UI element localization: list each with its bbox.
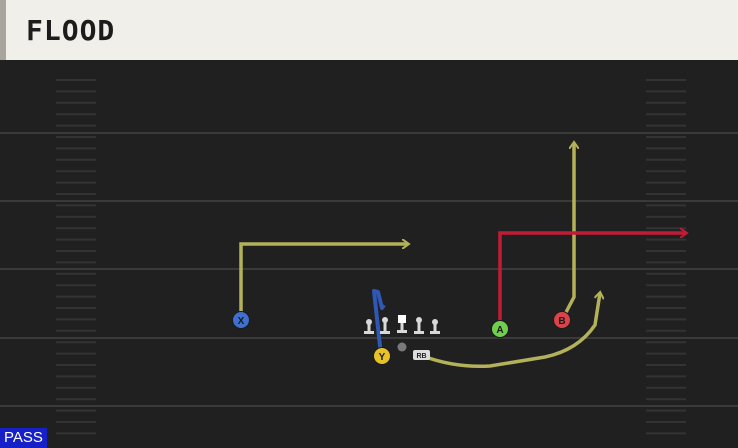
lineman-icon [380, 317, 390, 334]
yard-lines [0, 132, 738, 407]
route-y-block [372, 289, 386, 356]
player-b-label: B [558, 316, 565, 327]
player-rb-label: RB [416, 353, 426, 360]
play-header: FLOOD [0, 0, 738, 60]
lineman-icon [364, 319, 374, 334]
lineman-icon [414, 317, 424, 334]
player-a[interactable]: A [491, 320, 509, 338]
quarterback-marker [397, 342, 407, 352]
hash-marks-right [646, 79, 686, 435]
route-a-corner [498, 233, 686, 327]
hash-marks-left [56, 79, 96, 435]
play-field: RB X Y A B [0, 60, 738, 448]
player-y[interactable]: Y [373, 347, 391, 365]
player-x[interactable]: X [232, 311, 250, 329]
route-rb-wheel [422, 293, 600, 369]
player-y-label: Y [379, 352, 386, 363]
route-x-out [239, 244, 408, 318]
lineman-icon [430, 319, 440, 334]
player-a-label: A [496, 325, 503, 336]
offensive-line [364, 315, 440, 334]
play-title: FLOOD [26, 14, 116, 47]
field-diagram: RB X Y A B [0, 79, 738, 435]
center-icon [397, 315, 407, 333]
player-rb[interactable]: RB [413, 350, 430, 360]
player-x-label: X [238, 316, 245, 327]
play-type-badge: PASS [0, 428, 47, 448]
route-b-go [561, 143, 574, 319]
player-b[interactable]: B [553, 311, 571, 329]
